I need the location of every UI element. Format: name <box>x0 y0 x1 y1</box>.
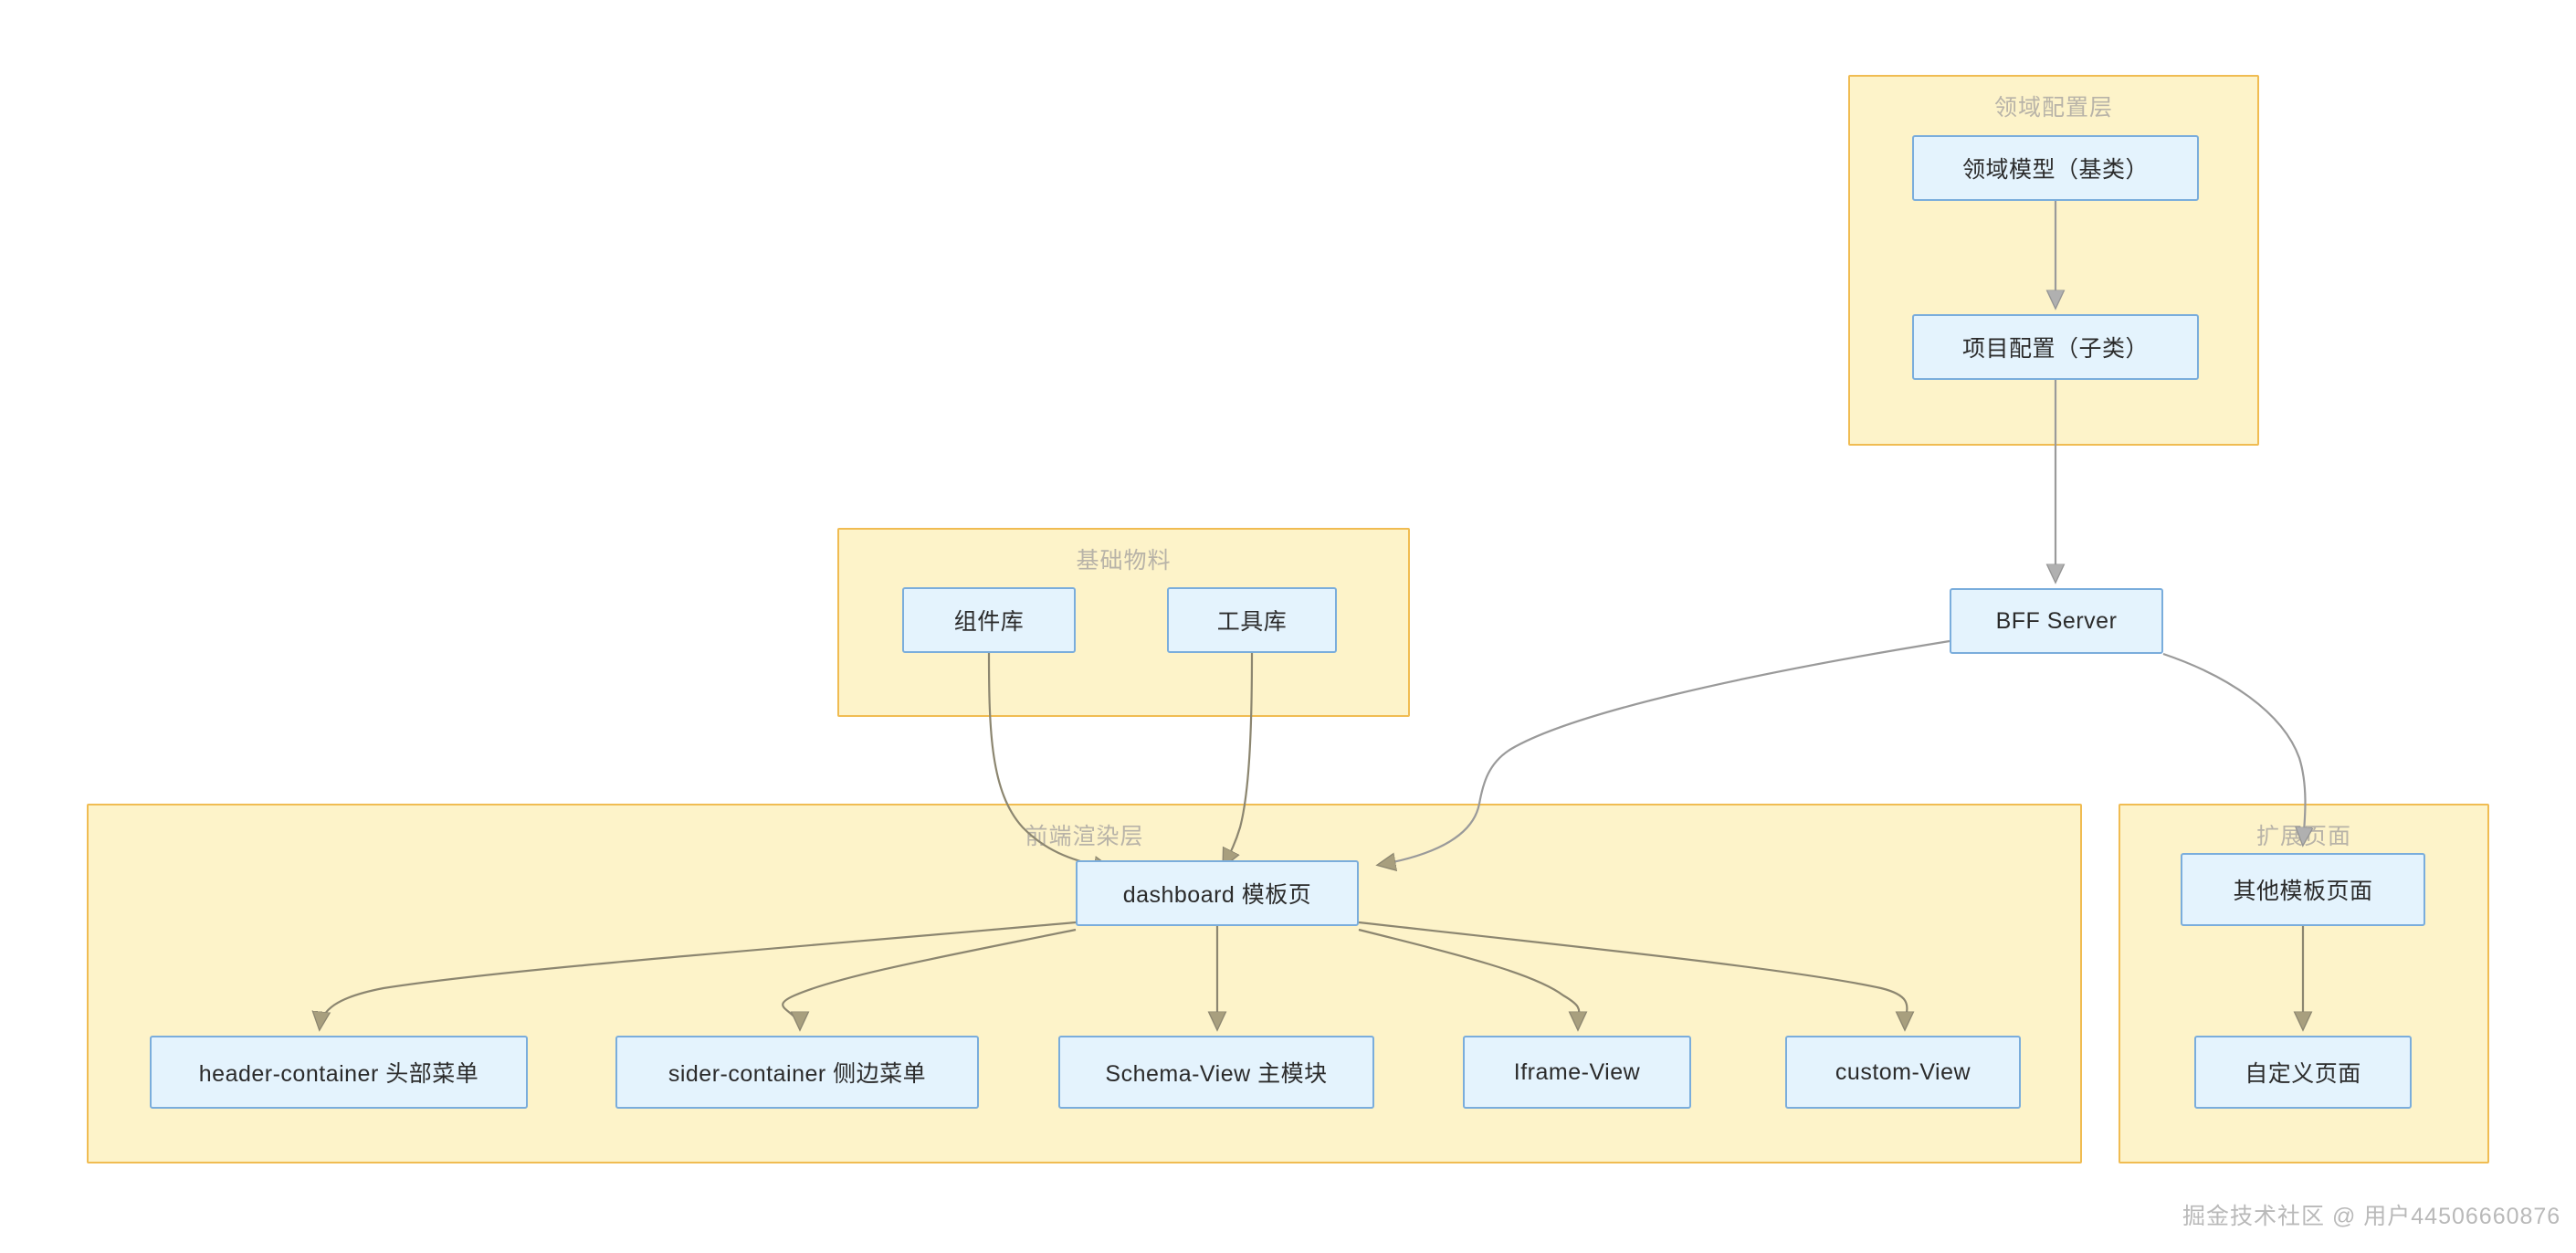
node-component-lib[interactable]: 组件库 <box>902 587 1076 653</box>
node-project-config[interactable]: 项目配置（子类） <box>1912 314 2199 380</box>
node-dashboard[interactable]: dashboard 模板页 <box>1076 860 1359 926</box>
cluster-label-frontend-render: 前端渲染层 <box>1025 824 1144 849</box>
node-domain-model[interactable]: 领域模型（基类） <box>1912 135 2199 201</box>
node-other-template[interactable]: 其他模板页面 <box>2181 853 2425 926</box>
watermark-text: 掘金技术社区 @ 用户44506660876 <box>2182 1204 2561 1229</box>
node-bff-server[interactable]: BFF Server <box>1950 588 2163 654</box>
node-iframe-view[interactable]: Iframe-View <box>1463 1036 1691 1109</box>
node-header-container[interactable]: header-container 头部菜单 <box>150 1036 528 1109</box>
node-tool-lib[interactable]: 工具库 <box>1167 587 1337 653</box>
node-custom-view[interactable]: custom-View <box>1785 1036 2021 1109</box>
cluster-domain-config: 领域配置层 <box>1848 75 2259 446</box>
cluster-label-domain-config: 领域配置层 <box>1993 95 2113 121</box>
node-custom-page[interactable]: 自定义页面 <box>2194 1036 2412 1109</box>
node-sider-container[interactable]: sider-container 侧边菜单 <box>615 1036 979 1109</box>
cluster-label-extension-pages: 扩展页面 <box>2255 824 2351 849</box>
cluster-label-base-material: 基础物料 <box>1076 548 1172 574</box>
cluster-frontend-render: 前端渲染层 <box>87 804 2082 1164</box>
node-schema-view[interactable]: Schema-View 主模块 <box>1058 1036 1374 1109</box>
